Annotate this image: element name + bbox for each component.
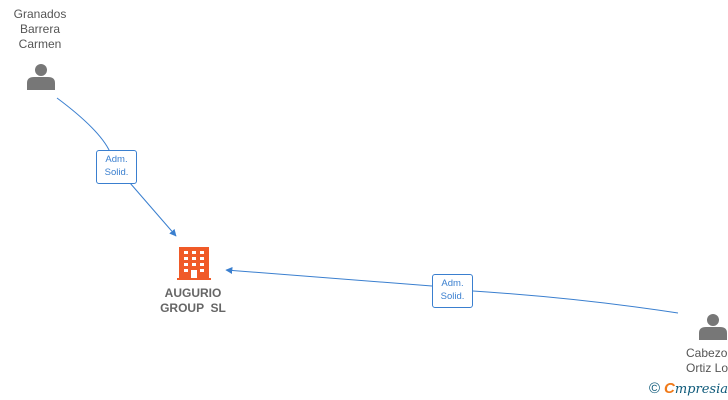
copyright-icon: © [648,380,661,397]
company-name-line1: AUGURIO [164,286,222,300]
brand-initial: C [664,380,675,397]
edge-label-role: Adm. Solid. [96,150,137,184]
edge-person1-company [56,97,176,236]
person-icon[interactable] [699,314,727,340]
company-label[interactable]: AUGURIO GROUP SL [140,286,246,316]
company-name-line2: GROUP SL [160,301,226,315]
building-icon[interactable] [177,247,211,280]
edge-person2-company [226,270,679,314]
brand-name: mpresia [674,382,728,397]
edge-label-role: Adm. Solid. [432,274,473,308]
edge-label-line2: Solid. [104,167,129,178]
edge-label-line1: Adm. [105,154,128,165]
person-icon[interactable] [27,64,55,90]
person-label-cabezo[interactable]: Cabezo Ortiz Lore [686,346,728,375]
empresia-watermark: ©Cmpresia [649,380,728,397]
edge-label-line2: Solid. [440,291,465,302]
edge-label-line1: Adm. [441,278,464,289]
person-label-granados[interactable]: Granados Barrera Carmen [13,7,67,51]
